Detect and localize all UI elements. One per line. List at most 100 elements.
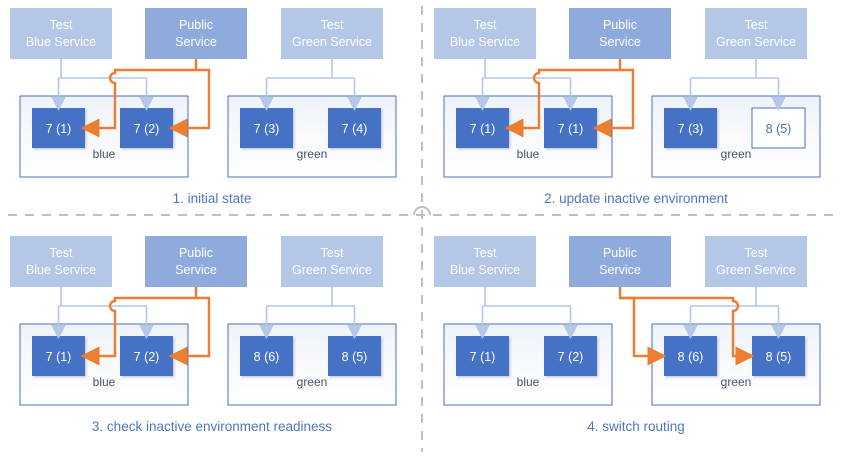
blue-environment-label: blue [93,375,116,389]
blue-instance-1[interactable]: 7 (1) [32,108,85,148]
public-to-blue-instance-1 [80,296,196,366]
green-environment-label: green [721,375,752,389]
blue-instance-2[interactable]: 7 (2) [120,108,173,148]
test-green-service-box-rect[interactable] [281,8,383,59]
test-blue-service-box-line2: Blue Service [26,35,96,49]
blue-instance-1[interactable]: 7 (1) [456,108,509,148]
blue-instance-1[interactable]: 7 (1) [456,336,509,376]
blue-instance-2-rect[interactable] [544,336,597,376]
green-instance-1[interactable]: 7 (3) [664,108,717,148]
test-blue-service-box-rect[interactable] [10,236,112,287]
test-green-service-box-rect[interactable] [705,236,807,287]
public-service-box-rect[interactable] [569,236,671,287]
public-to-blue-instance-2 [168,287,211,366]
green-instance-1-label: 7 (3) [254,122,280,136]
blue-environment-label: blue [517,147,540,161]
test-blue-service-box-line1: Test [474,18,497,32]
green-instance-2-rect[interactable] [328,336,381,376]
green-instance-2-label: 8 (5) [342,350,368,364]
blue-instance-2[interactable]: 7 (2) [120,336,173,376]
green-instance-2-rect[interactable] [751,107,806,149]
green-instance-2[interactable]: 8 (5) [752,336,805,376]
test-blue-service-box-rect[interactable] [10,8,112,59]
test-traffic-connector [259,287,362,340]
blue-instance-1-rect[interactable] [456,336,509,376]
public-service-box-line1: Public [179,246,213,260]
divider-crossing-jump [413,206,431,216]
test-green-service-box-line1: Test [745,246,768,260]
public-service-box-line1: Public [603,18,637,32]
blue-instance-2-label: 7 (1) [558,122,584,136]
blue-instance-1-rect[interactable] [456,108,509,148]
blue-instance-2-rect[interactable] [120,336,173,376]
green-instance-1[interactable]: 7 (3) [240,108,293,148]
green-instance-1-rect[interactable] [240,336,293,376]
blue-instance-2-label: 7 (2) [134,122,160,136]
panel-caption: 4. switch routing [587,419,685,434]
public-to-blue-instance-1 [80,68,196,138]
blue-instance-2-rect[interactable] [544,108,597,148]
green-instance-1-rect[interactable] [664,108,717,148]
green-instance-2-rect[interactable] [752,336,805,376]
public-to-blue-instance-2 [592,59,635,138]
green-instance-2-rect[interactable] [328,108,381,148]
public-traffic-connector [80,59,211,138]
public-traffic-connector [504,59,635,138]
blue-instance-1-label: 7 (1) [46,350,72,364]
test-green-service-box-line1: Test [745,18,768,32]
public-service-box-rect[interactable] [145,8,247,59]
blue-instance-1-rect[interactable] [32,336,85,376]
blue-instance-2[interactable]: 7 (1) [544,108,597,148]
test-traffic-connector [475,287,578,340]
green-instance-1[interactable]: 8 (6) [240,336,293,376]
blue-instance-1-label: 7 (1) [470,350,496,364]
blue-instance-1-rect[interactable] [32,108,85,148]
test-blue-service-box-line1: Test [50,18,73,32]
test-green-service-box-line2: Green Service [292,35,372,49]
green-instance-1-label: 7 (3) [678,122,704,136]
blue-instance-2-label: 7 (2) [558,350,584,364]
test-traffic-connector [475,59,578,112]
public-service-box-rect[interactable] [145,236,247,287]
public-service-box-rect[interactable] [569,8,671,59]
green-instance-2[interactable]: 8 (5) [328,336,381,376]
blue-instance-1[interactable]: 7 (1) [32,336,85,376]
test-blue-service-box-rect[interactable] [434,236,536,287]
green-instance-2-label: 8 (5) [766,350,792,364]
public-to-blue-instance-1 [504,68,620,138]
test-traffic-connector [51,59,154,112]
test-blue-service-box-line2: Blue Service [450,35,520,49]
test-green-service-box-rect[interactable] [281,236,383,287]
test-blue-service-box-line2: Blue Service [26,263,96,277]
blue-instance-2-rect[interactable] [120,108,173,148]
green-instance-2-label: 8 (5) [766,122,792,136]
public-service-box-line2: Service [175,263,217,277]
green-instance-2-label: 7 (4) [342,122,368,136]
green-instance-2[interactable]: 7 (4) [328,108,381,148]
green-environment-label: green [721,147,752,161]
green-instance-1-rect[interactable] [664,336,717,376]
green-environment-label: green [297,147,328,161]
blue-instance-2[interactable]: 7 (2) [544,336,597,376]
public-service-box-line1: Public [603,246,637,260]
green-instance-2[interactable]: 8 (5) [751,107,806,149]
green-instance-1-rect[interactable] [240,108,293,148]
test-blue-service-box-rect[interactable] [434,8,536,59]
green-instance-1[interactable]: 8 (6) [664,336,717,376]
test-green-service-box-rect[interactable] [705,8,807,59]
